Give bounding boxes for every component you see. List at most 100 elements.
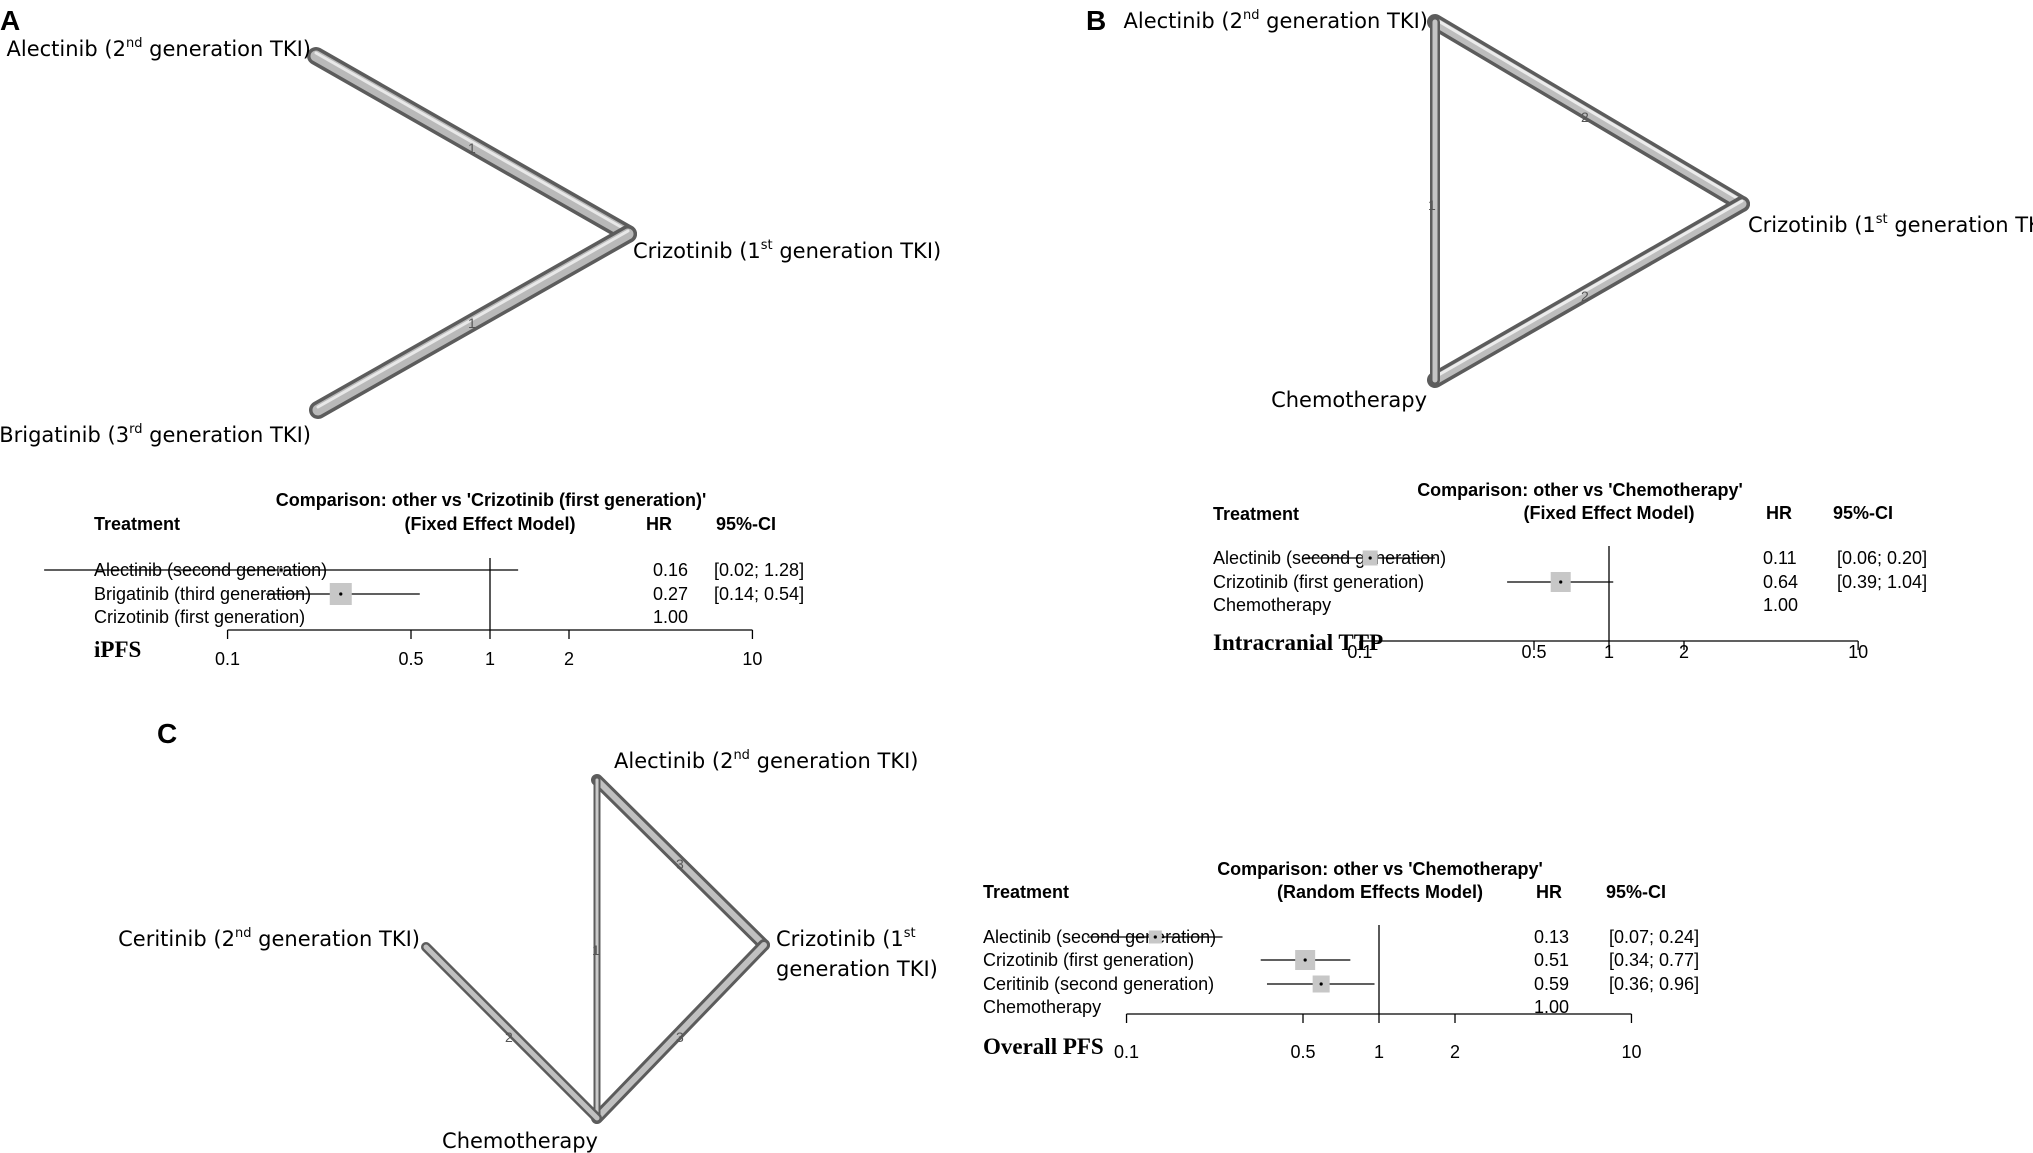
forest-row-hr: 0.13: [1534, 927, 1569, 947]
forest-row-hr: 0.59: [1534, 974, 1569, 994]
forest-row-hr: 1.00: [1534, 997, 1569, 1017]
forest-tick-label: 10: [1848, 642, 1868, 662]
node-chemotherapy-b: Chemotherapy: [1271, 388, 1427, 412]
forest-estimate-point: [1559, 580, 1563, 584]
node-crizotinib-c: Crizotinib (1st: [776, 926, 916, 951]
forest-row-ci: [0.34; 0.77]: [1609, 950, 1699, 970]
node-crizotinib-a: Crizotinib (1st generation TKI): [633, 238, 941, 263]
forest-estimate-point: [279, 568, 283, 572]
edge-ceritinib-chemotherapy-c: 2: [421, 942, 602, 1123]
forest-column-ci: 95%-CI: [716, 514, 776, 534]
forest-tick-label: 0.5: [1521, 642, 1546, 662]
forest-tick-label: 1: [1374, 1042, 1384, 1062]
forest-estimate-point: [1303, 958, 1307, 962]
forest-tick-label: 0.5: [1290, 1042, 1315, 1062]
node-alectinib-a: Alectinib (2nd generation TKI): [7, 36, 311, 61]
forest-tick-label: 1: [485, 649, 495, 669]
forest-row-ci: [0.02; 1.28]: [714, 560, 804, 580]
forest-row-ci: [0.06; 0.20]: [1837, 548, 1927, 568]
forest-row-treatment: Crizotinib (first generation): [94, 607, 305, 627]
forest-tick-label: 0.1: [1114, 1042, 1139, 1062]
forest-comparison-title: Comparison: other vs 'Chemotherapy': [1217, 859, 1543, 879]
forest-column-treatment: Treatment: [1213, 504, 1299, 524]
forest-estimate-point: [1319, 982, 1323, 986]
network-graph-a: 1 1 Alectinib (2nd generation TKI) Crizo…: [0, 36, 941, 447]
forest-row-hr: 1.00: [653, 607, 688, 627]
forest-tick-label: 10: [742, 649, 762, 669]
forest-plot-c: Comparison: other vs 'Chemotherapy' Trea…: [983, 859, 1699, 1062]
node-alectinib-c: Alectinib (2nd generation TKI): [614, 748, 918, 773]
forest-model-label: (Fixed Effect Model): [1523, 503, 1694, 523]
panel-a: A 1 1 Alectinib (2nd generation TKI) Cri…: [0, 5, 941, 669]
forest-tick-label: 0.1: [215, 649, 240, 669]
edge-study-count: 1: [468, 140, 476, 156]
edge-study-count: 2: [1581, 288, 1589, 304]
forest-row-ci: [0.07; 0.24]: [1609, 927, 1699, 947]
edge-alectinib-crizotinib-a: 1: [307, 47, 637, 243]
edge-alectinib-chemotherapy-c: 1: [592, 776, 601, 1122]
forest-estimate-point: [1153, 935, 1157, 939]
forest-outcome-label: Intracranial TTP: [1213, 630, 1383, 655]
forest-row-treatment: Chemotherapy: [1213, 595, 1331, 615]
edge-brigatinib-crizotinib-a: 1: [309, 225, 637, 419]
forest-column-ci: 95%-CI: [1606, 882, 1666, 902]
forest-tick-label: 2: [1679, 642, 1689, 662]
edge-study-count: 2: [1581, 109, 1589, 125]
forest-row-hr: 0.64: [1763, 572, 1798, 592]
forest-outcome-label: iPFS: [94, 637, 141, 662]
forest-row-hr: 0.11: [1763, 548, 1797, 568]
forest-tick-label: 2: [1450, 1042, 1460, 1062]
edge-alectinib-chemotherapy-b: 1: [1428, 17, 1440, 385]
forest-plot-b: Comparison: other vs 'Chemotherapy' Trea…: [1213, 480, 1927, 662]
node-alectinib-b: Alectinib (2nd generation TKI): [1124, 8, 1428, 33]
forest-row-treatment: Chemotherapy: [983, 997, 1101, 1017]
panel-c: C 3 3 1 2 Alectini: [118, 718, 1699, 1153]
network-graph-c: 3 3 1 2 Alectinib (2nd generation TKI): [118, 748, 938, 1153]
forest-column-hr: HR: [646, 514, 672, 534]
edge-chemotherapy-crizotinib-b: 2: [1427, 196, 1750, 388]
panel-b: B 2 2 1 Alectinib (2nd generation TKI): [1086, 5, 2033, 662]
node-brigatinib-a: Brigatinib (3rd generation TKI): [0, 422, 311, 447]
node-crizotinib-b: Crizotinib (1st generation TKI): [1748, 212, 2033, 237]
edge-alectinib-crizotinib-b: 2: [1427, 14, 1750, 212]
forest-tick-label: 0.5: [398, 649, 423, 669]
forest-comparison-title: Comparison: other vs 'Chemotherapy': [1417, 480, 1743, 500]
panel-letter-b: B: [1086, 5, 1106, 36]
edge-study-count: 1: [1428, 197, 1436, 213]
forest-row-ci: [0.14; 0.54]: [714, 584, 804, 604]
forest-estimate-point: [1368, 556, 1372, 560]
forest-row-treatment: Ceritinib (second generation): [983, 974, 1214, 994]
node-chemotherapy-c: Chemotherapy: [442, 1129, 598, 1153]
forest-tick-label: 1: [1604, 642, 1614, 662]
forest-tick-label: 2: [564, 649, 574, 669]
node-crizotinib-c-line2: generation TKI): [776, 957, 938, 981]
forest-row-hr: 0.27: [653, 584, 688, 604]
edge-study-count: 2: [505, 1029, 513, 1045]
forest-plot-a: Comparison: other vs 'Crizotinib (first …: [44, 490, 804, 669]
edge-alectinib-crizotinib-c: 3: [591, 774, 770, 951]
forest-column-treatment: Treatment: [983, 882, 1069, 902]
forest-row-hr: 0.51: [1534, 950, 1569, 970]
forest-comparison-title: Comparison: other vs 'Crizotinib (first …: [276, 490, 707, 510]
edge-study-count: 1: [468, 315, 476, 331]
forest-estimate-point: [339, 592, 343, 596]
edge-study-count: 1: [592, 942, 600, 958]
forest-tick-label: 0.1: [1347, 642, 1372, 662]
node-ceritinib-c: Ceritinib (2nd generation TKI): [118, 926, 420, 951]
forest-row-hr: 0.16: [653, 560, 688, 580]
forest-column-hr: HR: [1766, 503, 1792, 523]
forest-model-label: (Fixed Effect Model): [404, 514, 575, 534]
forest-column-treatment: Treatment: [94, 514, 180, 534]
forest-column-hr: HR: [1536, 882, 1562, 902]
forest-row-hr: 1.00: [1763, 595, 1798, 615]
forest-tick-label: 10: [1621, 1042, 1641, 1062]
forest-row-treatment: Brigatinib (third generation): [94, 584, 311, 604]
panel-letter-a: A: [0, 5, 20, 36]
forest-model-label: (Random Effects Model): [1277, 882, 1483, 902]
forest-row-ci: [0.39; 1.04]: [1837, 572, 1927, 592]
forest-row-treatment: Crizotinib (first generation): [983, 950, 1194, 970]
edge-chemotherapy-crizotinib-c: 3: [591, 939, 770, 1124]
edge-study-count: 3: [676, 1029, 684, 1045]
forest-outcome-label: Overall PFS: [983, 1034, 1104, 1059]
